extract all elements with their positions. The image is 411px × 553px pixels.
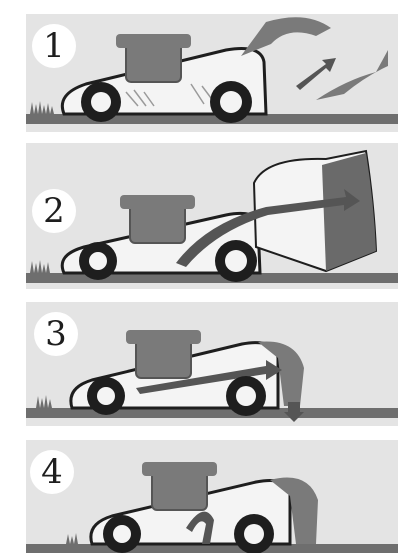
step-number: 1 (32, 24, 76, 68)
mower-illustration-4 (26, 440, 398, 553)
step-panel-4: 4 (26, 440, 398, 553)
step-number-badge: 1 (32, 24, 76, 68)
discharge-flap (241, 17, 331, 56)
step-number-badge: 4 (30, 450, 74, 494)
mower-illustration-1 (26, 14, 398, 132)
step-number: 2 (32, 189, 76, 233)
mower-illustration-2 (26, 143, 398, 289)
grass-cuttings (316, 50, 388, 100)
step-number-badge: 2 (32, 189, 76, 233)
step-panel-1: 1 (26, 14, 398, 132)
step-number-badge: 3 (34, 312, 78, 356)
step-number: 3 (34, 312, 78, 356)
mower-illustration-3 (26, 302, 398, 426)
step-panel-2: 2 (26, 143, 398, 289)
grass-bag-fill (322, 153, 376, 271)
discharge-arrow (296, 58, 336, 90)
step-panel-3: 3 (26, 302, 398, 426)
step-number: 4 (30, 450, 74, 494)
